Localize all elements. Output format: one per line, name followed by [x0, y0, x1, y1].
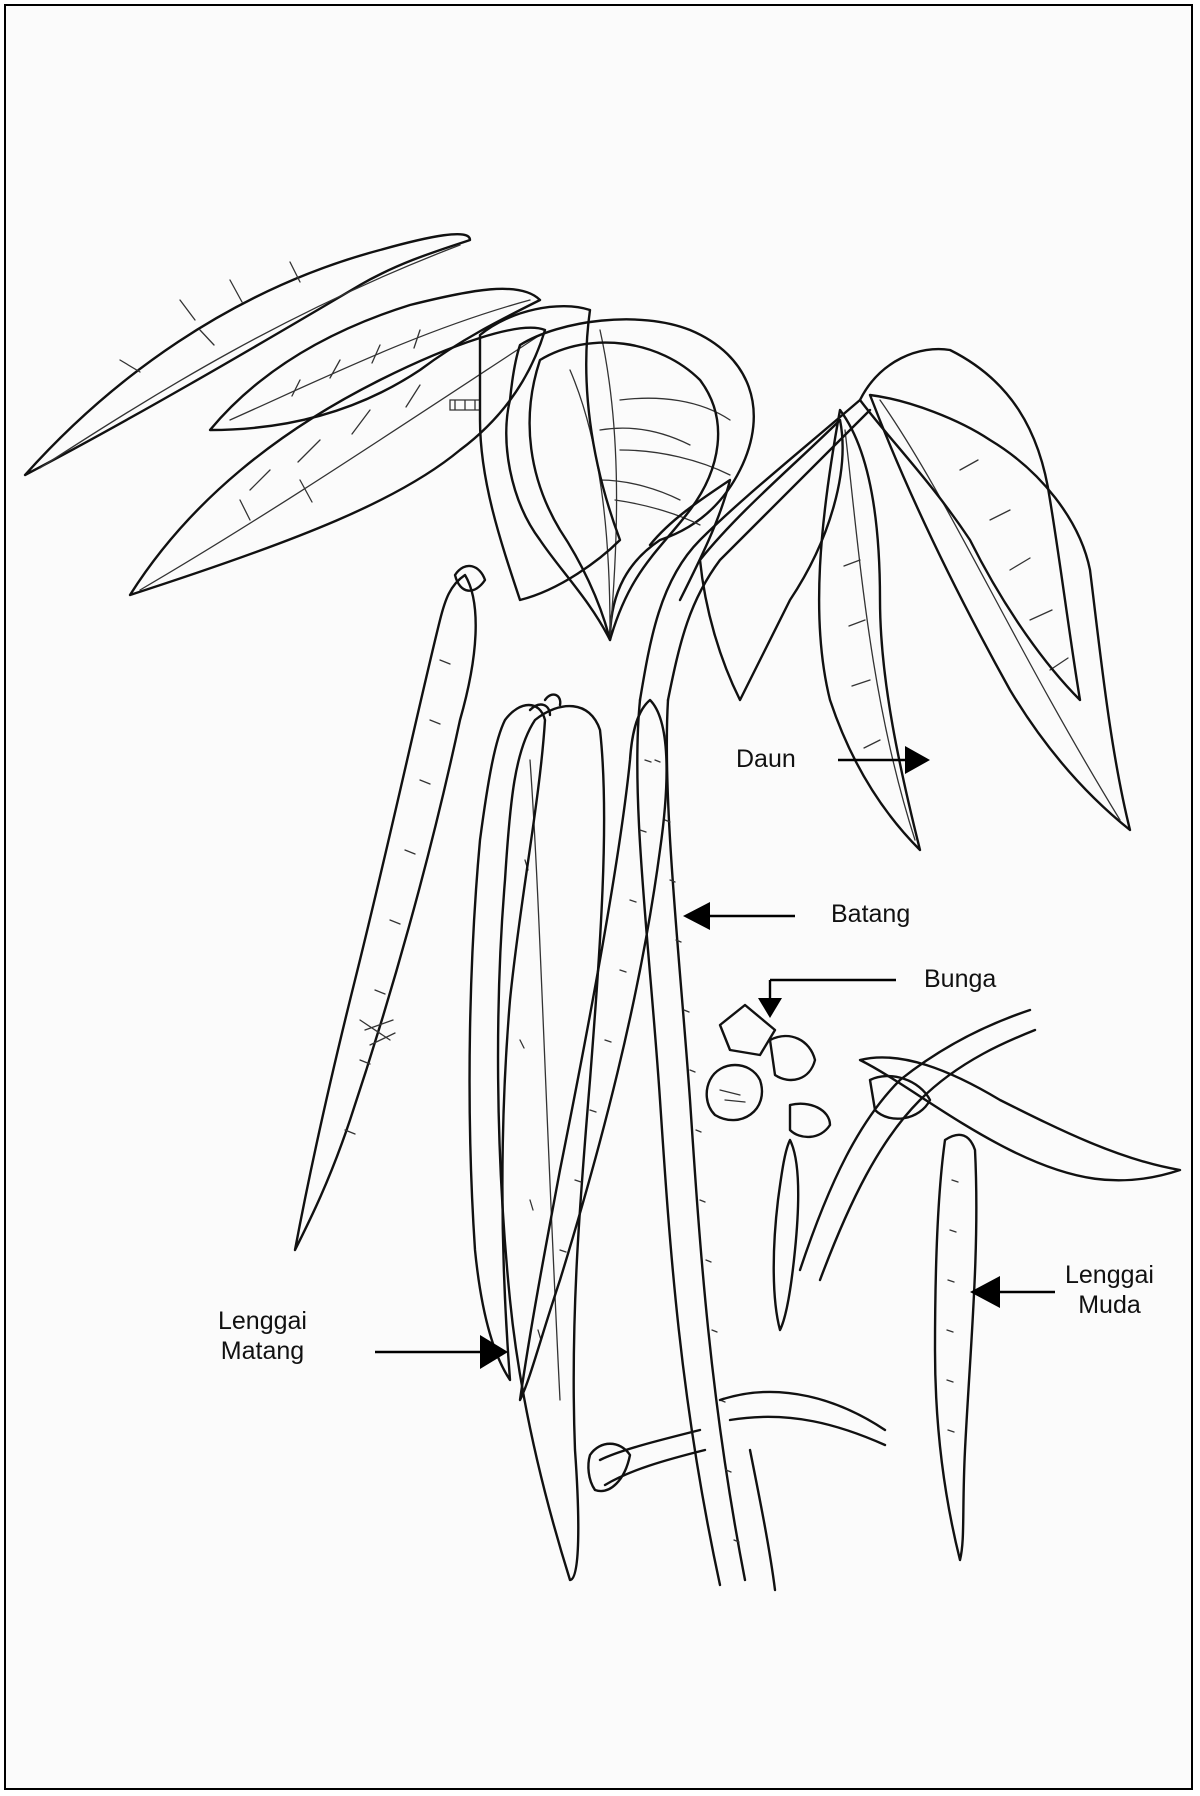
leaf-left-mid — [210, 289, 540, 430]
label-lenggai-muda-line1: Lenggai — [1065, 1260, 1154, 1290]
arrow-batang — [683, 902, 795, 930]
branch-base — [600, 1392, 885, 1590]
label-lenggai-matang: Lenggai Matang — [218, 1306, 307, 1366]
label-batang: Batang — [831, 899, 910, 929]
flower-cluster — [707, 1005, 930, 1137]
arrow-lenggai-matang — [375, 1335, 508, 1369]
long-pod-right — [860, 1057, 1180, 1180]
arrow-daun — [838, 746, 930, 774]
upper-stem — [640, 400, 870, 700]
label-lenggai-matang-line1: Lenggai — [218, 1306, 307, 1336]
label-lenggai-muda: Lenggai Muda — [1065, 1260, 1154, 1320]
leaf-right-3 — [819, 410, 920, 850]
leaf-right-2 — [860, 349, 1080, 700]
label-bunga: Bunga — [924, 964, 996, 994]
arrow-bunga — [758, 980, 896, 1018]
label-lenggai-muda-line2: Muda — [1065, 1290, 1154, 1320]
arrow-lenggai-muda — [970, 1276, 1055, 1308]
leaf-center-front — [530, 343, 719, 640]
label-daun: Daun — [736, 744, 796, 774]
mature-pod-left-thin — [295, 575, 476, 1250]
mature-pod-big — [498, 706, 604, 1580]
young-pod-right — [935, 1135, 976, 1560]
leaf-left-far — [25, 234, 470, 475]
main-stem — [637, 700, 745, 1585]
young-pod-small — [774, 1140, 799, 1330]
label-lenggai-matang-line2: Matang — [218, 1336, 307, 1366]
